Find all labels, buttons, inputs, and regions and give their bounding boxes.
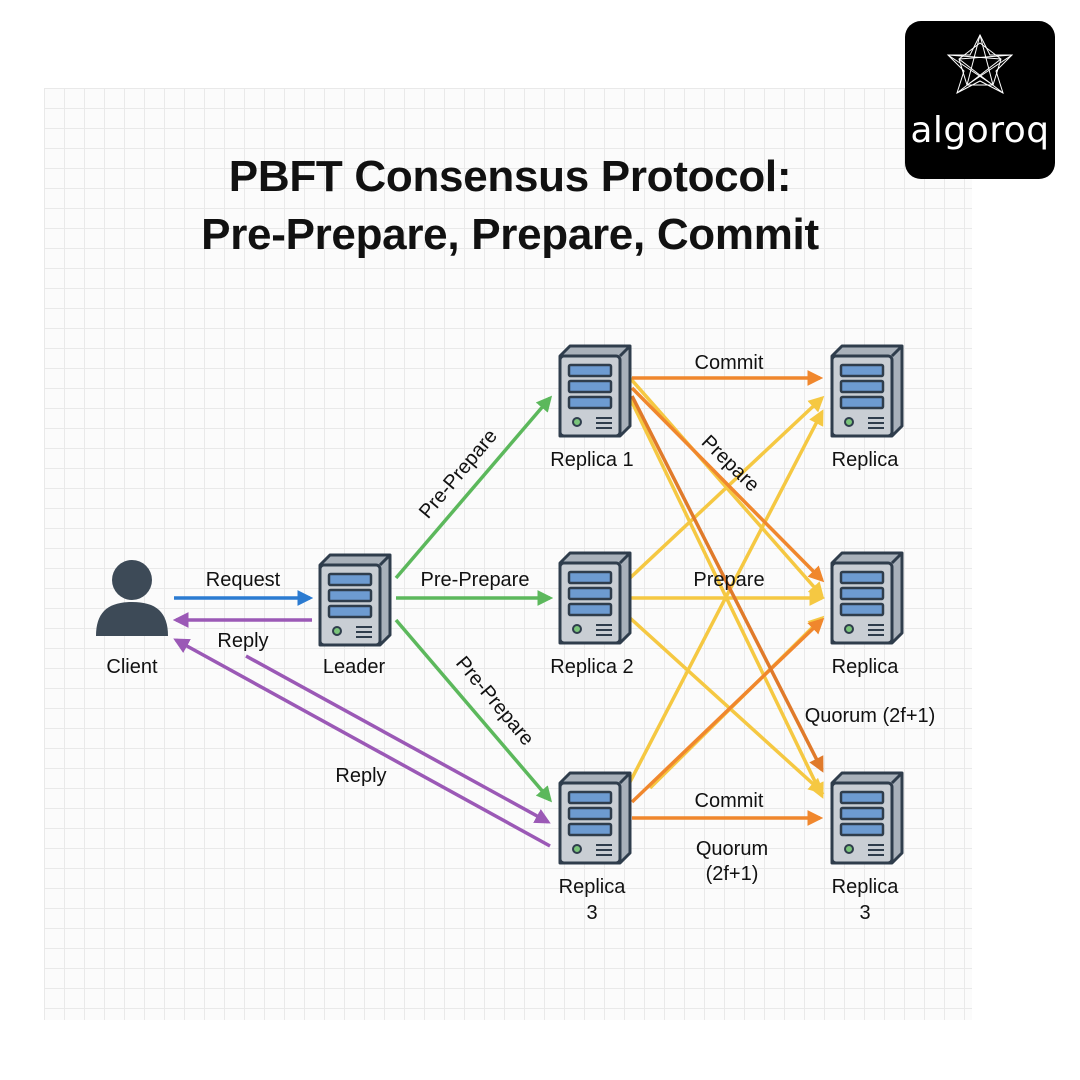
- pre-prepare-mid-label: Pre-Prepare: [421, 569, 530, 591]
- commit-bottom-label: Commit: [695, 790, 764, 812]
- commit-arrows: [630, 370, 825, 826]
- reply-arrows: [172, 612, 551, 848]
- commit-top-label: Commit: [695, 352, 764, 374]
- client-label: Client: [106, 656, 158, 678]
- leader-label: Leader: [323, 656, 386, 678]
- replica-1-label: Replica 1: [550, 449, 633, 471]
- replica-1-server-icon: [558, 344, 632, 438]
- right-replica-bottom-label-line2: 3: [859, 902, 870, 924]
- grid-background: [44, 88, 972, 1020]
- right-replica-mid-label: Replica: [832, 656, 900, 678]
- right-replica-bottom-label-line1: Replica: [832, 876, 900, 898]
- right-replica-top-label: Replica: [832, 449, 900, 471]
- replica-3-label-line2: 3: [586, 902, 597, 924]
- right-replica-top-server-icon: [830, 344, 904, 438]
- title-line-1: PBFT Consensus Protocol:: [228, 152, 792, 201]
- right-replica-mid-server-icon: [830, 551, 904, 645]
- request-label: Request: [206, 569, 281, 591]
- quorum-bottom-label-line1: Quorum: [696, 838, 768, 860]
- quorum-bottom-label-line2: (2f+1): [706, 863, 759, 885]
- replica-2-label: Replica 2: [550, 656, 633, 678]
- reply-top-label: Reply: [217, 630, 268, 652]
- page-title: PBFT Consensus Protocol: Pre-Prepare, Pr…: [110, 148, 910, 264]
- replica-3-server-icon: [558, 771, 632, 865]
- right-replica-bottom-server-icon: [830, 771, 904, 865]
- client-person-icon: [96, 560, 168, 636]
- commit-arrows-dark: [630, 395, 824, 773]
- pre-prepare-arrows: [394, 395, 554, 803]
- logo-text: algoroq: [910, 110, 1050, 151]
- star-mesh-icon: [946, 33, 1014, 95]
- title-line-2: Pre-Prepare, Prepare, Commit: [201, 210, 819, 259]
- leader-server-icon: [318, 553, 392, 647]
- reply-bottom-label: Reply: [335, 765, 386, 787]
- replica-3-label-line1: Replica: [559, 876, 627, 898]
- pre-prepare-up-label: Pre-Prepare: [415, 425, 502, 523]
- quorum-right-label: Quorum (2f+1): [805, 705, 936, 727]
- prepare-mid-label: Prepare: [693, 569, 764, 591]
- replica-2-server-icon: [558, 551, 632, 645]
- brand-logo: algoroq: [905, 21, 1055, 179]
